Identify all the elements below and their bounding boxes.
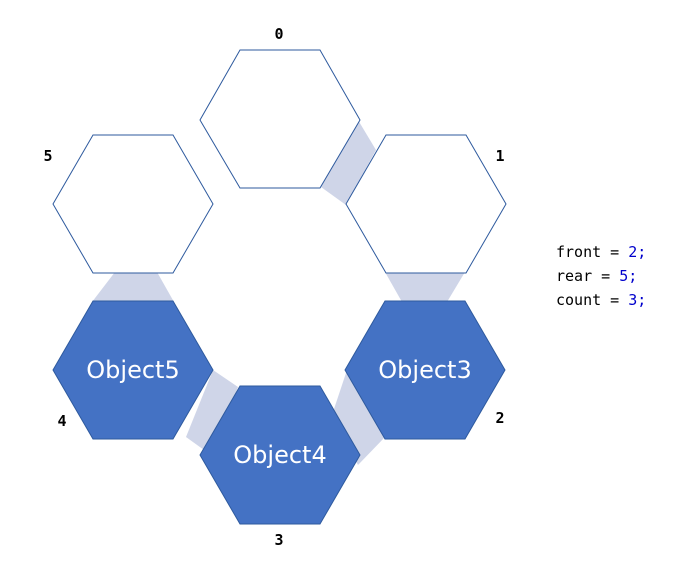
connector-1-2 xyxy=(385,272,465,302)
slot-0-index: 0 xyxy=(274,25,283,43)
slot-2-object-label: Object3 xyxy=(378,356,471,384)
slot-1-hexagon xyxy=(345,134,507,274)
code-var-value: 3 xyxy=(628,291,638,309)
code-var-name: front xyxy=(556,243,602,261)
connector-4-5 xyxy=(92,272,174,302)
slot-5-index: 5 xyxy=(43,147,52,165)
slot-3-hexagon xyxy=(199,385,361,525)
connectors xyxy=(92,120,465,465)
slot-4-object-label: Object5 xyxy=(86,356,179,384)
code-var-value: 5 xyxy=(619,267,629,285)
code-var-name: rear xyxy=(556,267,593,285)
slot-5 xyxy=(52,134,214,274)
connector-3-4 xyxy=(186,370,238,455)
queue-state-code: front = 2; rear = 5; count = 3; xyxy=(556,240,646,312)
slot-3: Object4 xyxy=(199,385,361,525)
slot-5-hexagon xyxy=(52,134,214,274)
code-line-front: front = 2; xyxy=(556,243,647,261)
code-var-name: count xyxy=(556,291,602,309)
slot-4-index: 4 xyxy=(57,412,66,430)
slot-2-index: 2 xyxy=(495,409,504,427)
code-var-value: 2 xyxy=(628,243,638,261)
slot-1-index: 1 xyxy=(495,147,504,165)
slot-3-index: 3 xyxy=(274,531,283,549)
slot-4-hexagon xyxy=(52,300,214,440)
slot-2: Object3 xyxy=(344,300,506,440)
slot-4: Object5 xyxy=(52,300,214,440)
code-line-count: count = 3; xyxy=(556,291,647,309)
slot-1 xyxy=(345,134,507,274)
connector-0-1 xyxy=(321,120,376,205)
code-line-rear: rear = 5; xyxy=(556,267,638,285)
slot-0-hexagon xyxy=(199,49,361,189)
slot-2-hexagon xyxy=(344,300,506,440)
slot-3-object-label: Object4 xyxy=(233,441,326,469)
slot-0 xyxy=(199,49,361,189)
